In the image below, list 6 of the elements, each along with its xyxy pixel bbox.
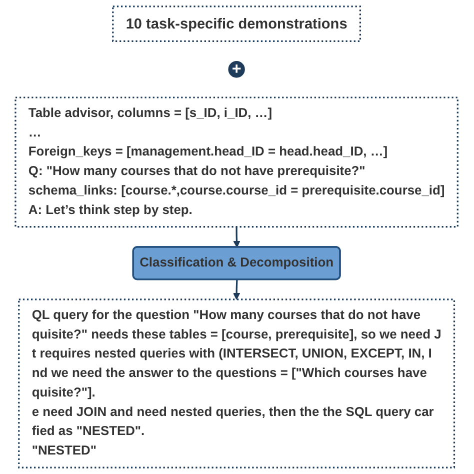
arrow <box>234 226 241 248</box>
arrow <box>233 280 241 300</box>
node-box: Table advisor, columns = [s_ID, i_ID, …] … Foreign_keys = [management.head_ID = head.head_ID, …] Q: "How many courses that do not have prerequisite?" schema_links: [course.*,course.course_id = prerequisite.course_id] A: Let’s think step by step. <box>15 96 459 228</box>
node-box: QL query for the question "How many courses that do not have quisite?" needs these tables = [course, prerequisite], so we need J t requires nested queries with (INTERSECT, UNION, EXCEPT, IN, I nd we need the answer to the questions = ["Which courses have quisite?"]. e need JOIN and need nested queries, then the the SQL query car fied as "NESTED". "NESTED" <box>18 298 456 468</box>
node-box: 10 task-specific demonstrations <box>112 6 362 42</box>
node-circle: + <box>228 61 246 78</box>
